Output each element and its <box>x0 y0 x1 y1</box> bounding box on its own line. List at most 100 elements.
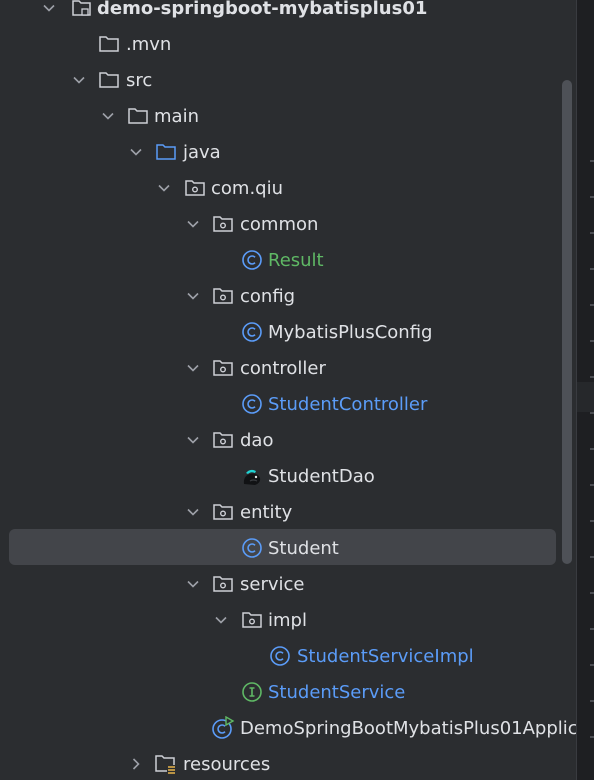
package-icon <box>211 206 235 242</box>
tree-node-label: StudentServiceImpl <box>297 645 474 667</box>
class-icon <box>240 314 264 350</box>
tree-node-student-service[interactable]: StudentService <box>0 674 560 710</box>
tree-node-label: DemoSpringBootMybatisPlus01Applica <box>240 717 576 739</box>
tree-node-entity[interactable]: entity <box>0 494 560 530</box>
tree-node-mybatis-plus-config[interactable]: MybatisPlusConfig <box>0 314 560 350</box>
tree-node-application[interactable]: DemoSpringBootMybatisPlus01Applica <box>0 710 576 746</box>
chevron-right-icon[interactable] <box>126 746 146 780</box>
class-icon <box>240 386 264 422</box>
tree-node-java[interactable]: java <box>0 134 560 170</box>
tree-node-student-dao[interactable]: StudentDao <box>0 458 560 494</box>
gutter-mark <box>590 412 594 414</box>
class-icon <box>240 242 264 278</box>
tree-node-service[interactable]: service <box>0 566 560 602</box>
chevron-down-icon[interactable] <box>183 278 203 314</box>
package-icon <box>211 350 235 386</box>
package-icon <box>211 422 235 458</box>
tree-node-label: Result <box>268 249 324 271</box>
tree-node-result[interactable]: Result <box>0 242 560 278</box>
tree-node-root[interactable]: demo-springboot-mybatisplus01 <box>0 0 560 26</box>
gutter-mark <box>590 268 594 270</box>
tree-node-student-service-impl[interactable]: StudentServiceImpl <box>0 638 560 674</box>
chevron-down-icon[interactable] <box>69 62 89 98</box>
tree-node-label: StudentController <box>268 393 428 415</box>
chevron-down-icon[interactable] <box>183 566 203 602</box>
tree-node-label: java <box>183 141 221 163</box>
chevron-down-icon[interactable] <box>98 98 118 134</box>
package-icon <box>211 278 235 314</box>
tree-node-package-root[interactable]: com.qiu <box>0 170 560 206</box>
chevron-down-icon[interactable] <box>39 0 59 26</box>
source-folder-icon <box>154 134 178 170</box>
package-icon <box>240 602 264 638</box>
tree-node-label: entity <box>240 501 293 523</box>
chevron-down-icon[interactable] <box>183 350 203 386</box>
package-icon <box>211 494 235 530</box>
tree-node-controller[interactable]: controller <box>0 350 560 386</box>
chevron-down-icon[interactable] <box>211 602 231 638</box>
gutter-mark <box>590 196 594 198</box>
module-folder-icon <box>70 0 94 26</box>
tree-node-label: com.qiu <box>211 177 283 199</box>
project-tree-panel: demo-springboot-mybatisplus01 .mvn src m… <box>0 0 576 780</box>
vertical-scrollbar[interactable] <box>562 80 572 564</box>
tree-node-label: impl <box>268 609 307 631</box>
tree-node-config[interactable]: config <box>0 278 560 314</box>
gutter-mark <box>590 736 594 738</box>
chevron-down-icon[interactable] <box>126 134 146 170</box>
gutter-mark <box>590 628 594 630</box>
selected-row-highlight <box>9 529 556 565</box>
folder-icon <box>97 62 121 98</box>
gutter-mark <box>590 592 594 594</box>
tree-node-label: StudentDao <box>268 465 375 487</box>
tree-node-label: resources <box>183 753 271 775</box>
gutter-mark <box>590 664 594 666</box>
tree-node-label: .mvn <box>126 33 172 55</box>
class-icon <box>240 530 264 566</box>
tree-node-label: dao <box>240 429 274 451</box>
resources-folder-icon <box>154 746 178 780</box>
tree-node-label: Student <box>268 537 339 559</box>
tree-node-student[interactable]: Student <box>0 530 560 566</box>
gutter-mark <box>590 304 594 306</box>
chevron-down-icon[interactable] <box>183 206 203 242</box>
tree-node-dao[interactable]: dao <box>0 422 560 458</box>
tree-node-label: controller <box>240 357 326 379</box>
class-icon <box>268 638 292 674</box>
tree-node-impl[interactable]: impl <box>0 602 560 638</box>
tree-node-label: common <box>240 213 319 235</box>
chevron-down-icon[interactable] <box>183 422 203 458</box>
tree-node-student-controller[interactable]: StudentController <box>0 386 560 422</box>
gutter-mark <box>590 448 594 450</box>
tree-node-label: config <box>240 285 296 307</box>
gutter-mark <box>590 160 594 162</box>
folder-icon <box>97 26 121 62</box>
folder-icon <box>126 98 150 134</box>
gutter-mark <box>590 376 594 378</box>
package-icon <box>211 566 235 602</box>
tree-node-main[interactable]: main <box>0 98 560 134</box>
editor-gutter <box>576 0 594 780</box>
mybatis-mapper-icon <box>240 458 264 494</box>
gutter-mark <box>590 520 594 522</box>
interface-icon <box>240 674 264 710</box>
package-icon <box>183 170 207 206</box>
gutter-mark <box>590 340 594 342</box>
tree-node-label: demo-springboot-mybatisplus01 <box>97 0 428 19</box>
tree-node-resources[interactable]: resources <box>0 746 560 780</box>
tree-node-mvn[interactable]: .mvn <box>0 26 560 62</box>
chevron-down-icon[interactable] <box>154 170 174 206</box>
gutter-mark <box>590 484 594 486</box>
gutter-mark <box>590 556 594 558</box>
tree-node-label: MybatisPlusConfig <box>268 321 433 343</box>
tree-node-label: service <box>240 573 305 595</box>
tree-node-label: main <box>154 105 199 127</box>
gutter-mark <box>590 700 594 702</box>
runnable-class-icon <box>211 710 235 746</box>
gutter-mark <box>590 232 594 234</box>
chevron-down-icon[interactable] <box>183 494 203 530</box>
tree-node-src[interactable]: src <box>0 62 560 98</box>
tree-node-label: src <box>126 69 153 91</box>
current-line-highlight <box>577 382 594 412</box>
tree-node-common[interactable]: common <box>0 206 560 242</box>
